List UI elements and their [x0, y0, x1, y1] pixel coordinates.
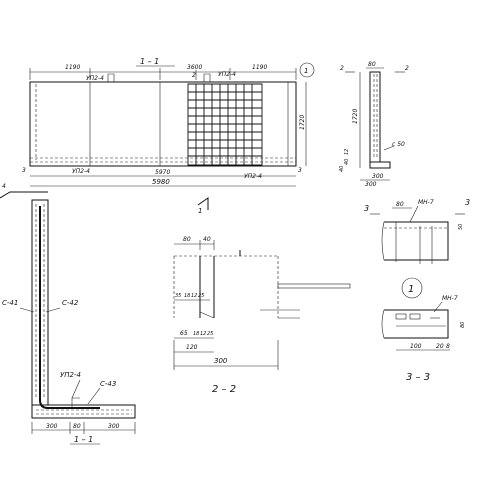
- dim-2-12b: 12: [200, 331, 206, 337]
- label-upp-top-right: УП2-4: [218, 71, 236, 78]
- detail-1-callout: 1: [408, 284, 414, 295]
- section-2-2-title: 2 – 2: [212, 384, 236, 395]
- label-c43: С-43: [100, 380, 116, 388]
- dim-2-300: 300: [214, 357, 228, 365]
- dim-2-65: 65: [180, 330, 188, 337]
- side-dim-12: 12: [344, 149, 350, 155]
- dim-left: 1190: [65, 64, 80, 71]
- side-label-2-left: 2: [340, 65, 344, 72]
- corner-label: 4: [2, 183, 6, 190]
- side-label-2-right: 2: [405, 65, 409, 72]
- dim-1-right: 300: [108, 423, 120, 430]
- dim-2-80: 80: [183, 236, 191, 243]
- label-c41: С-41: [2, 299, 18, 307]
- dim-1-left: 300: [46, 423, 58, 430]
- s3-label-mn: МН-7: [418, 199, 434, 206]
- dim-inner: 5970: [155, 169, 170, 176]
- side-dim-bottom: 300: [372, 173, 384, 180]
- section-1-1-title: 1 – 1: [74, 435, 93, 444]
- s3-label-3-left: 3: [364, 204, 369, 213]
- detail-1-side: 80: [460, 322, 466, 328]
- detail-1-view: 1 МН-7 80 100 20 8 3 – 3: [381, 277, 466, 383]
- dim-2-35: 35: [175, 293, 181, 299]
- detail-1-20: 20: [436, 343, 444, 350]
- dim-2-18b: 18: [193, 331, 199, 337]
- detail-1-mn: МН-7: [442, 295, 458, 302]
- side-label-c50: с 50: [392, 141, 405, 148]
- dim-total: 5980: [152, 178, 170, 186]
- callout-1: 1: [304, 67, 308, 75]
- dim-center: 3600: [187, 64, 202, 71]
- s3-label-3-right: 3: [465, 198, 470, 207]
- label-upp: УП2-4: [60, 371, 81, 379]
- reinforcement-mesh: [187, 83, 263, 166]
- side-section-view: 2 2 80 1720 12 40 40 с 50 300 300: [339, 61, 409, 188]
- section-3-3-title: 3 – 3: [406, 372, 430, 383]
- dim-1-mid: 80: [73, 423, 81, 430]
- elevation-view: 1 – 1 1190 3600 1190 УП2-4 УП2-4 2 1: [22, 57, 315, 215]
- height-dim: 1720: [299, 115, 306, 130]
- side-dim-height: 1720: [352, 109, 359, 124]
- side-dim-40b: 40: [339, 166, 345, 172]
- detail-1-100: 100: [410, 343, 422, 350]
- section-2-2-view: 80 40 35 18 12 25 65 18 12 25 120 300 2 …: [173, 236, 351, 395]
- callout-circle-1: [299, 62, 315, 78]
- dim-2-40: 40: [203, 236, 211, 243]
- label-upp-top-left: УП2-4: [86, 75, 104, 82]
- s3-dim-side: 50: [458, 224, 464, 230]
- detail-1-8: 8: [446, 343, 450, 350]
- side-dim-40a: 40: [344, 159, 350, 165]
- side-dim-top: 80: [368, 61, 376, 68]
- dim-2-25b: 25: [207, 331, 213, 337]
- label-3-right: 3: [298, 167, 302, 174]
- section-arrow-1: 1: [198, 207, 202, 215]
- detail-1-circle: [401, 277, 423, 299]
- label-c42: С-42: [62, 299, 79, 307]
- s3-dim-80: 80: [396, 201, 404, 208]
- label-3-left: 3: [22, 167, 26, 174]
- section-3-3-top-view: 3 3 80 МН-7 50: [364, 198, 470, 264]
- dim-right: 1190: [252, 64, 267, 71]
- elevation-title: 1 – 1: [140, 57, 159, 66]
- dim-2-12: 12: [191, 293, 197, 299]
- dim-2-120: 120: [186, 344, 198, 351]
- side-dim-side: 300: [365, 181, 377, 188]
- dim-2-25: 25: [198, 293, 204, 299]
- dim-2-18: 18: [184, 293, 190, 299]
- section-1-1-view: 4 С-41 С-42 УП2-4 С-43 300 80 300 1 – 1: [0, 183, 136, 445]
- label-upp-bot-right: УП2-4: [244, 173, 262, 180]
- label-upp-bot-left: УП2-4: [72, 168, 90, 175]
- section-2-mark: 2: [192, 72, 196, 79]
